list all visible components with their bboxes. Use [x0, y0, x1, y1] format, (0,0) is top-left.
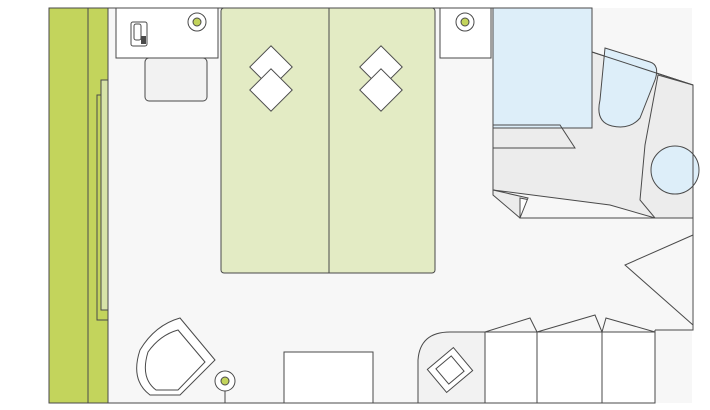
desk — [283, 351, 374, 404]
wardrobe — [484, 331, 656, 404]
sink-basin — [650, 145, 700, 195]
wardrobe-door-swing — [536, 314, 603, 333]
chair-icon — [136, 317, 216, 396]
pillow-icon — [359, 45, 403, 112]
toilet — [598, 47, 658, 128]
wardrobe-door-swing — [601, 317, 656, 333]
pillow-icon — [249, 45, 293, 112]
chair-icon — [426, 346, 474, 394]
phone-icon — [130, 21, 148, 47]
bed — [220, 7, 436, 274]
balcony-door-glass — [100, 79, 109, 311]
entry-door-icon — [624, 234, 694, 326]
lamp-icon — [187, 12, 207, 32]
lamp-icon — [455, 12, 475, 32]
wardrobe-door-swing — [484, 317, 538, 333]
desk-stool — [144, 57, 208, 102]
bathroom-wedge — [492, 189, 656, 219]
shower-area — [492, 7, 593, 129]
lamp-icon — [214, 370, 236, 403]
bathroom-wall-left — [493, 124, 576, 149]
